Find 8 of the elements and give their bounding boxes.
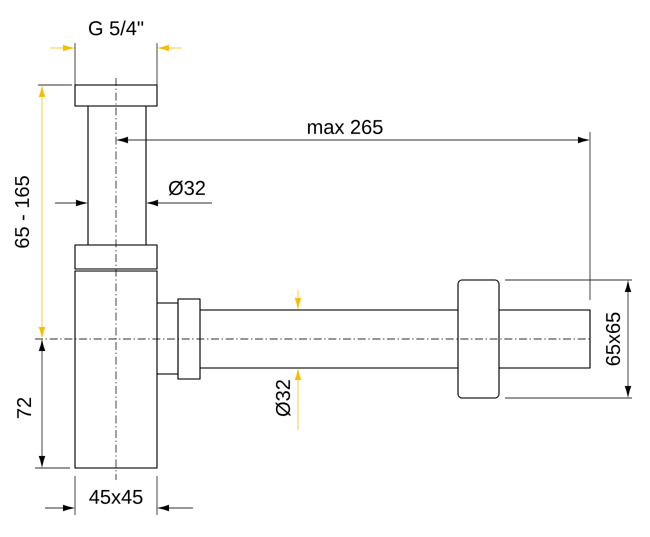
dimension-label: Ø32 — [276, 380, 290, 416]
dimension-label: Ø32 — [168, 180, 205, 196]
dimension-label: 72 — [17, 398, 31, 418]
dimension-label: G 5/4" — [89, 20, 144, 36]
dimension-label: 65 - 165 — [14, 176, 30, 248]
dimension-label: 65x65 — [606, 312, 620, 366]
dimension-label: max 265 — [308, 120, 382, 134]
dimension-label: 45x45 — [89, 490, 142, 504]
